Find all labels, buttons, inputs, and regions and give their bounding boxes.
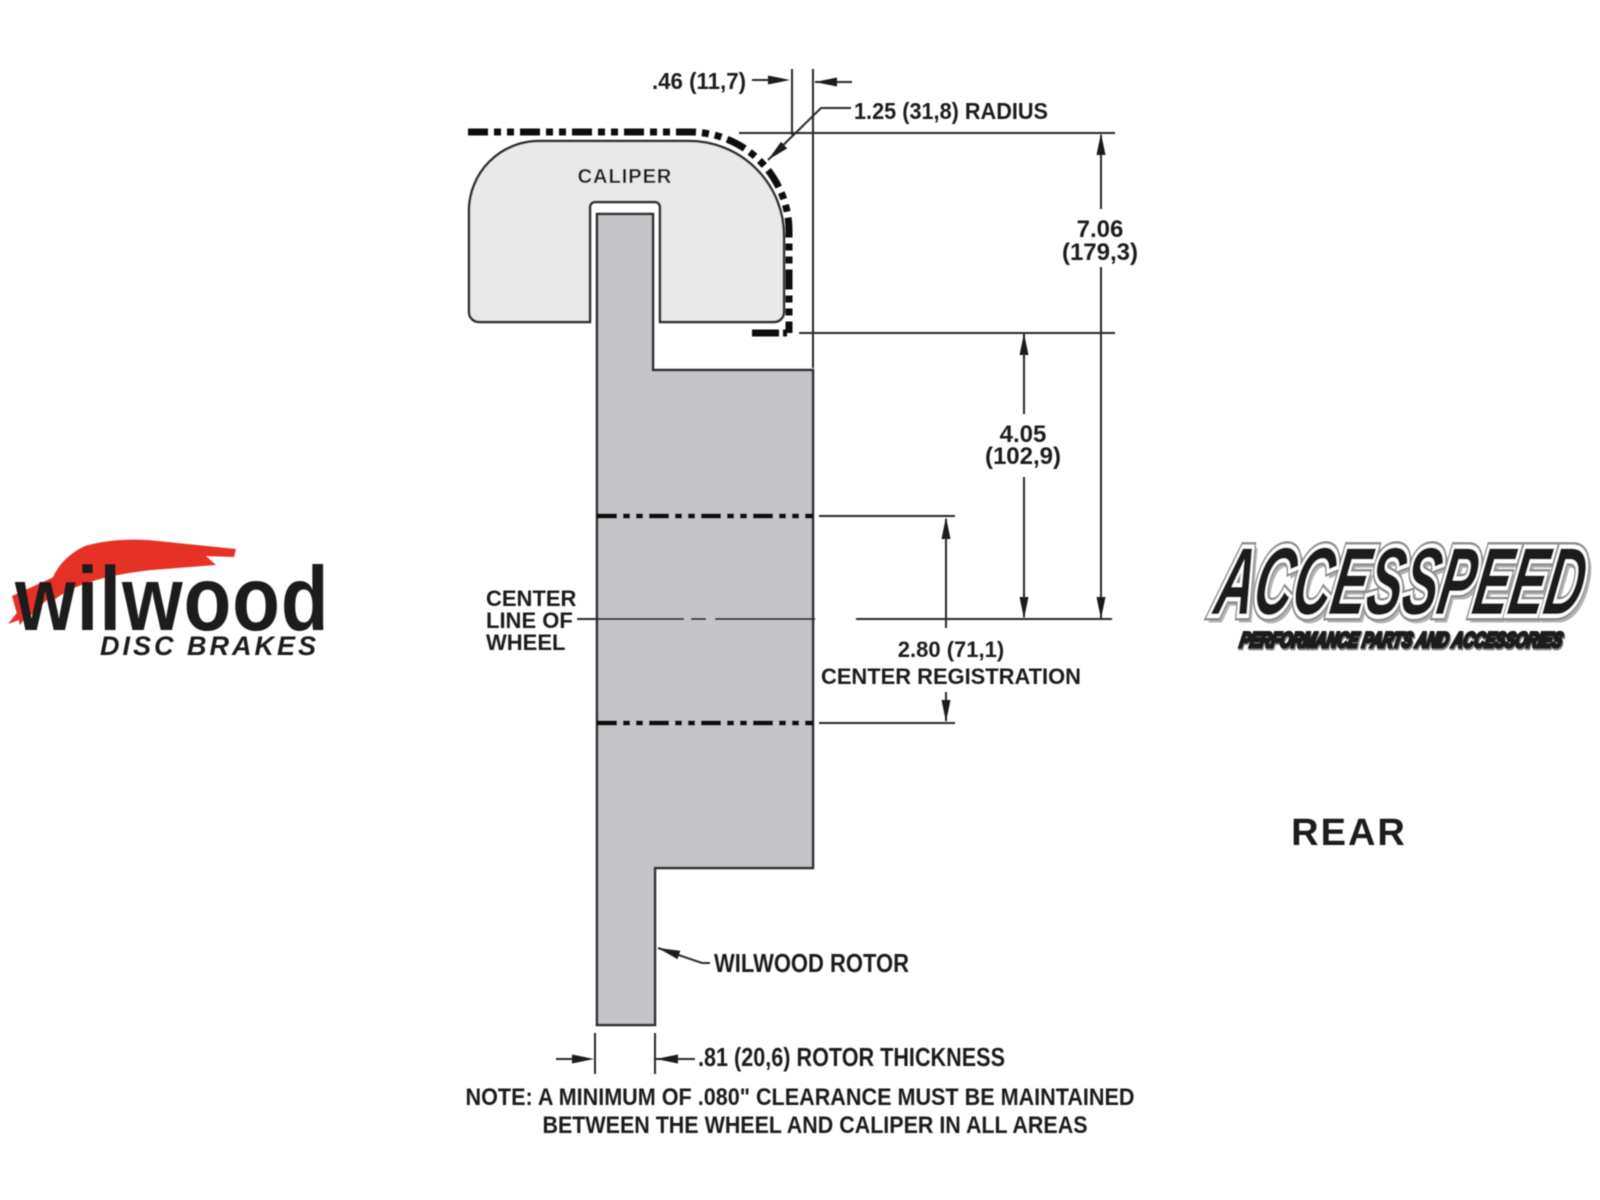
svg-text:DISC BRAKES: DISC BRAKES [100, 631, 319, 661]
svg-text:BETWEEN THE WHEEL AND CALIPER: BETWEEN THE WHEEL AND CALIPER IN ALL ARE… [543, 1112, 1088, 1139]
svg-text:NOTE: A MINIMUM OF .080" CLEAR: NOTE: A MINIMUM OF .080" CLEARANCE MUST … [466, 1084, 1135, 1111]
svg-text:LINE OF: LINE OF [486, 608, 573, 633]
svg-text:.81 (20,6) ROTOR THICKNESS: .81 (20,6) ROTOR THICKNESS [698, 1042, 1005, 1072]
svg-text:4.05: 4.05 [1000, 421, 1047, 448]
svg-text:CENTER REGISTRATION: CENTER REGISTRATION [821, 664, 1081, 689]
svg-text:REAR: REAR [1291, 812, 1407, 854]
svg-text:7.06: 7.06 [1077, 216, 1124, 243]
svg-text:CALIPER: CALIPER [578, 166, 673, 188]
svg-text:ACCESSPEED: ACCESSPEED [1210, 531, 1598, 638]
svg-text:2.80 (71,1): 2.80 (71,1) [898, 637, 1004, 662]
svg-text:PERFORMANCE PARTS AND ACCESSOR: PERFORMANCE PARTS AND ACCESSORIES [1238, 628, 1565, 652]
svg-text:ACCESSPEED: ACCESSPEED [1207, 527, 1595, 634]
svg-text:wilwood: wilwood [14, 547, 329, 649]
svg-text:WHEEL: WHEEL [486, 630, 565, 655]
svg-text:(102,9): (102,9) [985, 443, 1061, 470]
svg-text:CENTER: CENTER [486, 586, 577, 611]
svg-text:PERFORMANCE PARTS AND ACCESSOR: PERFORMANCE PARTS AND ACCESSORIES [1239, 629, 1566, 653]
svg-text:ACCESSPEED: ACCESSPEED [1207, 527, 1595, 634]
svg-text:WILWOOD ROTOR: WILWOOD ROTOR [714, 948, 909, 978]
svg-text:.46 (11,7): .46 (11,7) [652, 68, 746, 94]
svg-text:(179,3): (179,3) [1062, 239, 1138, 266]
svg-text:ACCESSPEED: ACCESSPEED [1207, 527, 1595, 634]
svg-text:1.25 (31,8) RADIUS: 1.25 (31,8) RADIUS [854, 98, 1048, 124]
